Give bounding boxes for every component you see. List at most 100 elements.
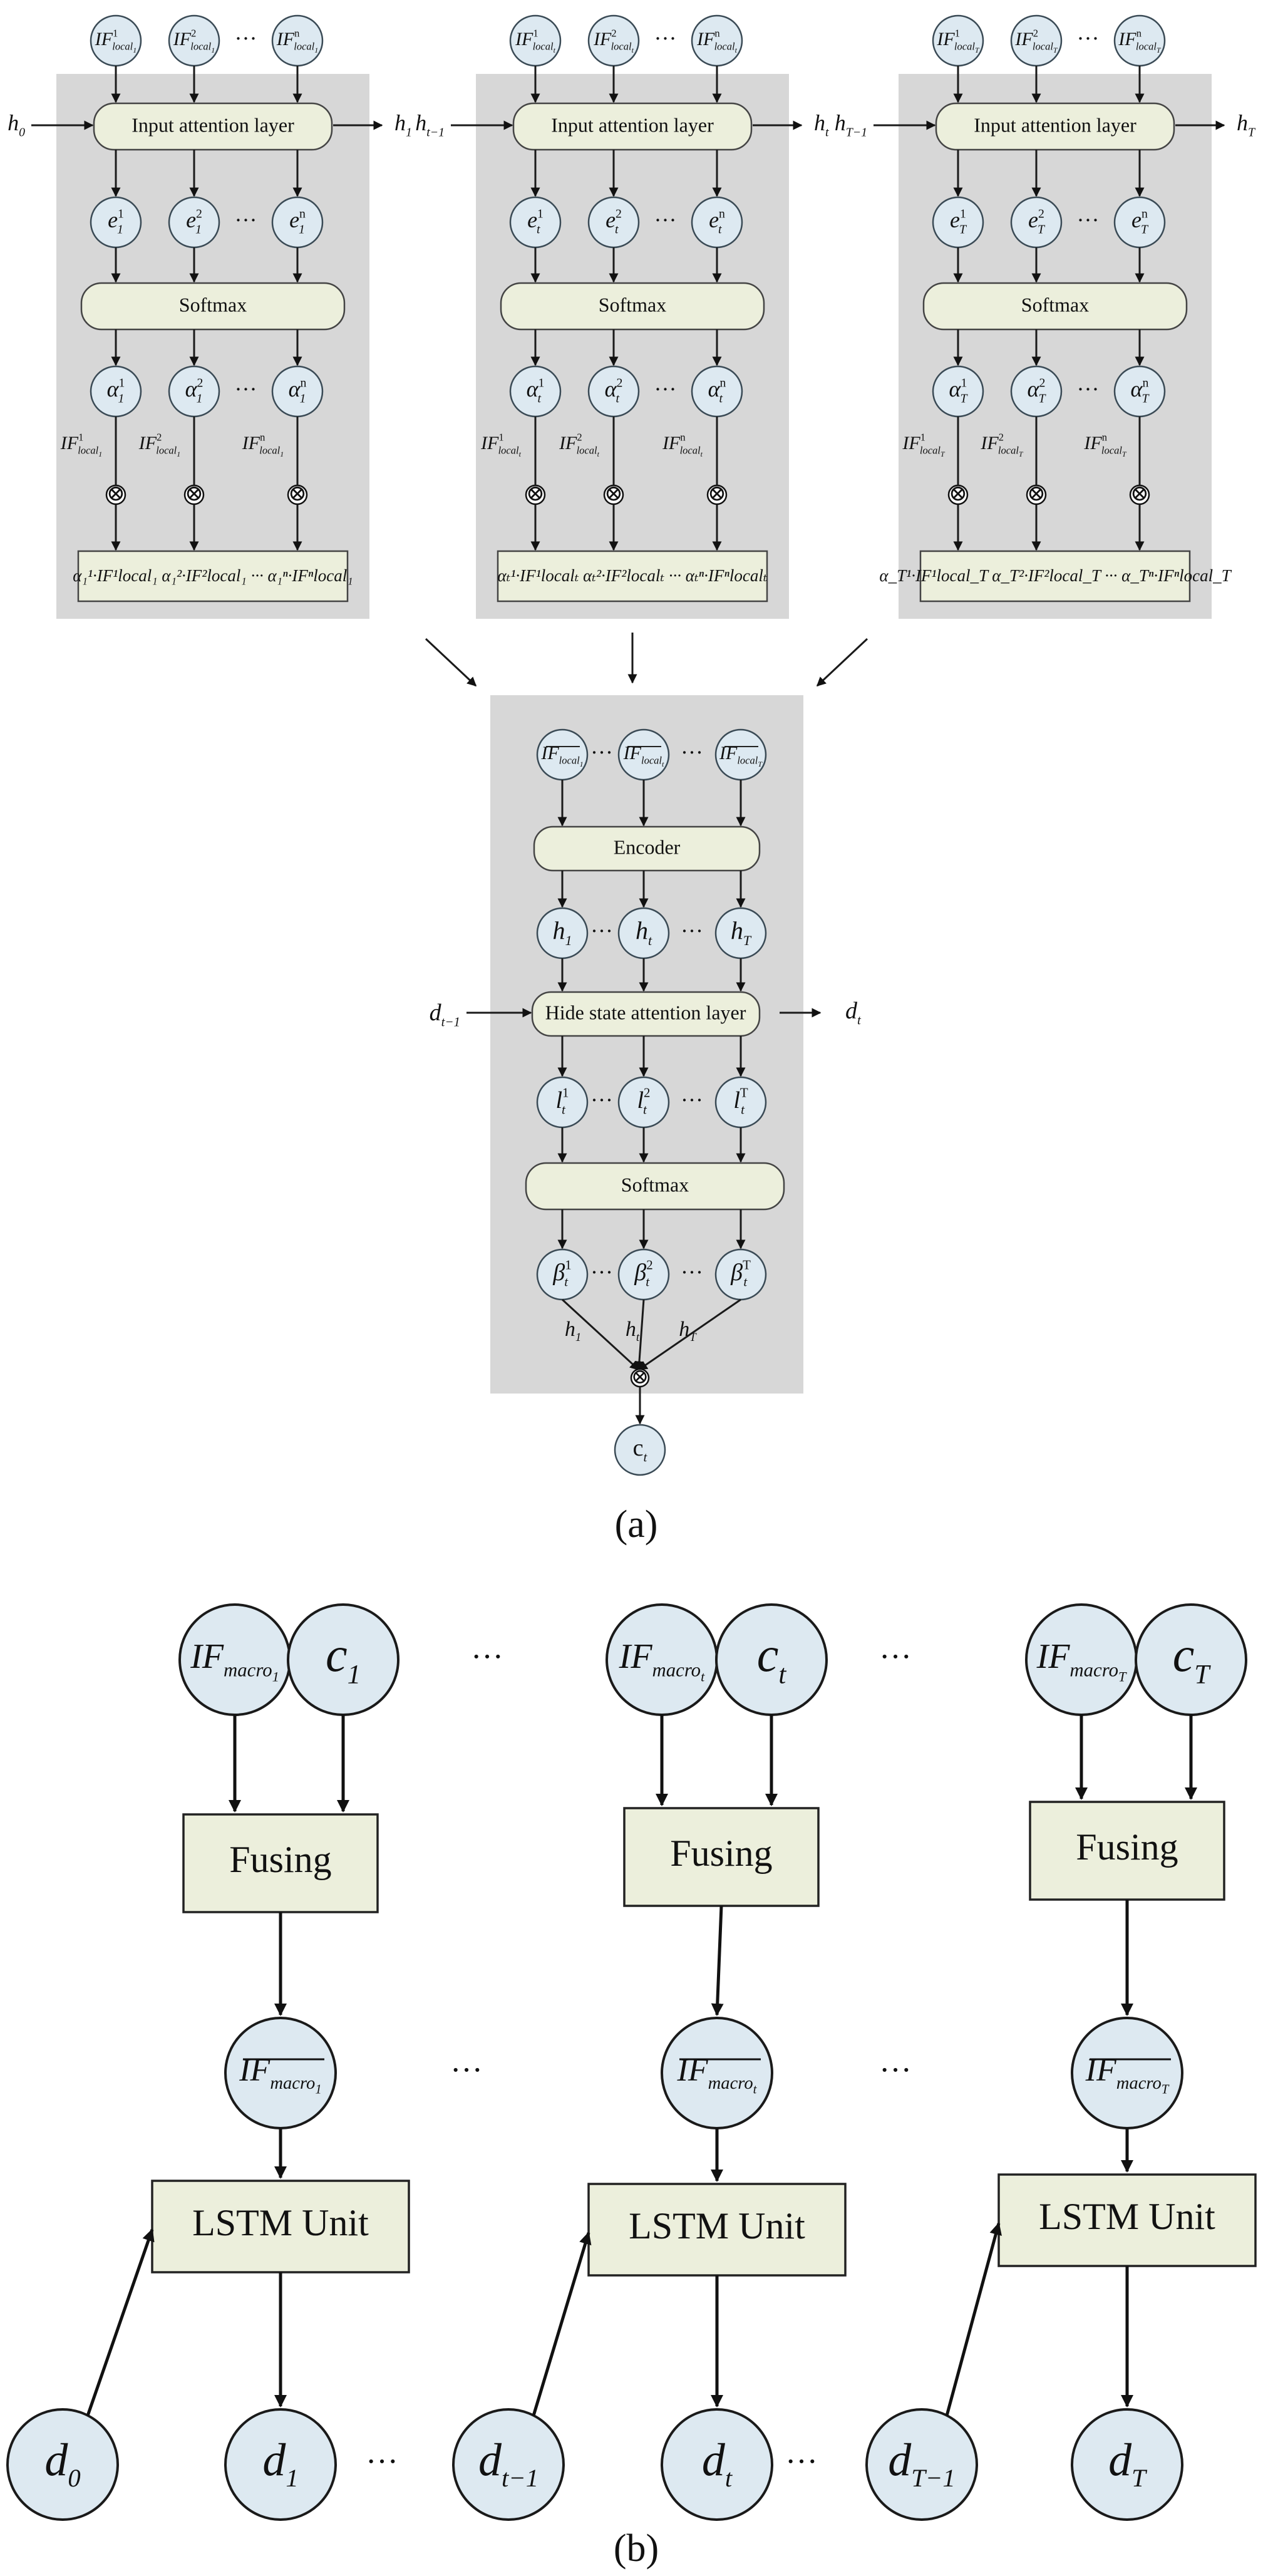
multiply-symbol: ⊗ [1027,480,1046,505]
c-label: ct [757,1627,787,1689]
ellipsis: ··· [450,2052,483,2088]
if-macro-label: IFmacrot [619,1637,705,1685]
h-out-label: h1 [394,110,412,139]
multiply-node [287,484,308,505]
input-attention-layer [512,102,753,151]
weighted-sum-box [919,550,1191,603]
c-node [614,1424,666,1476]
multiply-node [630,1368,650,1388]
multiply-symbol: ⊗ [708,480,726,505]
lstm-label: LSTM Unit [629,2205,805,2247]
arrow-block1-to-encoder [425,638,477,687]
arrow-dprev-to-lstm [945,2222,1002,2416]
encoder-box [533,825,761,872]
input-attention-layer [935,102,1175,151]
fusing-box [182,1813,379,1913]
ellipsis: ··· [235,26,257,51]
d-prev-node [865,2408,978,2521]
block-panel [899,74,1212,619]
h-out-label: hT [1237,110,1256,139]
c-label: cT [1173,1627,1212,1689]
multiply-node [1129,484,1150,505]
ellipsis: ··· [681,740,703,765]
ellipsis: ··· [471,1639,503,1675]
multiply-symbol: ⊗ [106,480,125,505]
weighted-sum-label: αₜ¹·IF¹localₜ αₜ²·IF²localₜ ··· αₜⁿ·IFⁿl… [497,566,767,585]
arrow-block3-to-encoder [816,638,868,687]
lstm-label: LSTM Unit [192,2202,369,2243]
arrow-dprev-to-lstm [532,2232,592,2416]
ellipsis: ··· [681,918,703,943]
ellipsis: ··· [590,1087,613,1112]
hide-state-attention-layer [531,991,761,1037]
h-in-label: h0 [8,110,25,139]
softmax-box [80,282,346,331]
d-out-node [224,2408,337,2521]
multiply-node [706,484,728,505]
d-prev-label: dt−1 [478,2434,539,2492]
multiply-symbol: ⊗ [604,480,623,505]
d-out-node [1071,2408,1183,2521]
h-label: ht [636,916,652,948]
block-panel [476,74,789,619]
ellipsis: ··· [785,2444,818,2480]
ellipsis: ··· [590,918,613,943]
hide-state-label: Hide state attention layer [545,1001,746,1023]
h-edge-label: ht [626,1318,640,1344]
caption-a: (a) [615,1503,658,1546]
multiply-symbol: ⊗ [949,480,967,505]
arrow-beta-to-mult [561,1298,640,1371]
softmax-box [500,282,765,331]
multiply-symbol: ⊗ [526,480,545,505]
multiply-symbol: ⊗ [185,480,204,505]
arrow-beta-to-mult [634,1299,645,1371]
fusing-label: Fusing [1076,1826,1178,1868]
multiply-node [603,484,624,505]
d-out-label: d1 [262,2434,298,2492]
if-local-bar-label: IFlocalT [719,743,763,768]
input-attention-layer [93,102,333,151]
weighted-sum-label: α₁¹·IF¹local₁ α₁²·IF²local₁ ··· α₁ⁿ·IFⁿl… [73,566,353,585]
fusing-label: Fusing [229,1839,331,1880]
fusing-box [623,1807,820,1907]
ellipsis: ··· [366,2444,398,2480]
d-in-label: dt−1 [430,1000,460,1029]
c-label: c1 [326,1627,361,1689]
h-in-label: hT−1 [835,110,867,139]
caption-b: (b) [614,2527,659,2570]
ellipsis: ··· [235,207,257,232]
lstm-label: LSTM Unit [1039,2196,1215,2237]
fusing-box [1029,1801,1225,1901]
ellipsis: ··· [879,1639,912,1675]
arrow-dprev-to-lstm [86,2228,155,2416]
